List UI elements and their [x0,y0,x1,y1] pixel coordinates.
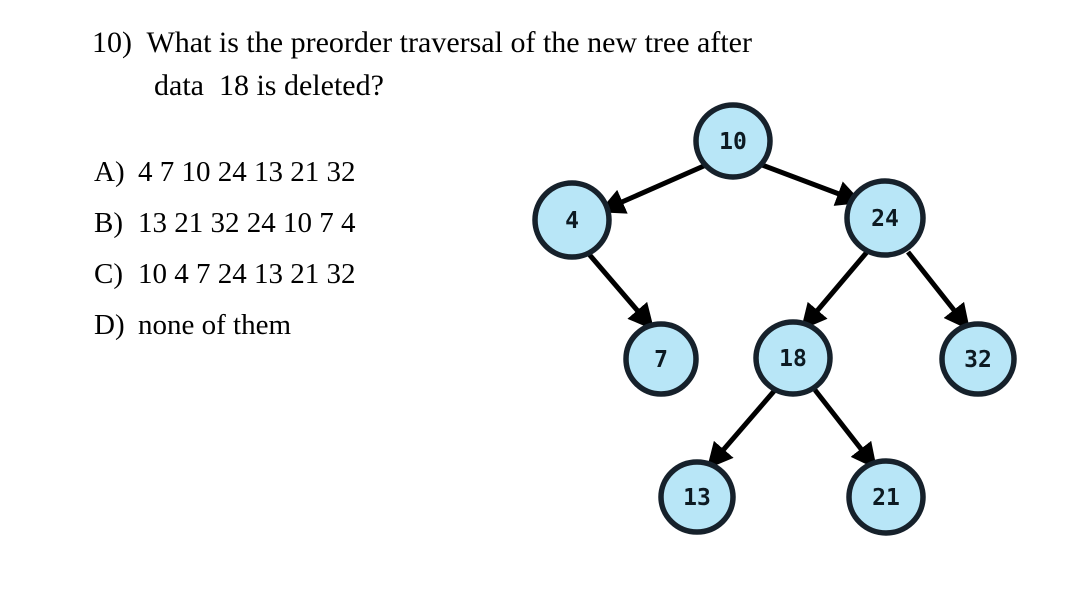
node-24-label: 24 [871,206,899,232]
tree-node-7[interactable]: 7 [623,321,699,397]
option-d-text: none of them [138,309,292,341]
edge-4-to-7 [586,251,655,331]
answer-option-a[interactable]: A) 4 7 10 24 13 21 32 [94,158,564,187]
option-a-letter: A) [94,156,125,188]
edge-24-to-18 [800,250,869,331]
node-18-label: 18 [779,346,807,372]
option-a-text: 4 7 10 24 13 21 32 [138,156,356,188]
node-10-label: 10 [719,129,747,155]
answer-options-list: A) 4 7 10 24 13 21 32 B) 13 21 32 24 10 … [94,158,564,362]
node-4-label: 4 [565,208,579,234]
node-32-label: 32 [964,347,992,373]
answer-option-c[interactable]: C) 10 4 7 24 13 21 32 [94,260,564,289]
edge-10-to-4 [598,162,708,214]
node-21-label: 21 [872,485,900,511]
node-32-shape [939,321,1017,397]
answer-option-d[interactable]: D) none of them [94,311,564,340]
question-line-1: 10) What is the preorder traversal of th… [92,26,752,59]
answer-option-b[interactable]: B) 13 21 32 24 10 7 4 [94,209,564,238]
tree-nodes: 10 4 24 7 18 [532,102,1017,536]
node-7-shape [623,321,699,397]
tree-node-21[interactable]: 21 [846,458,926,536]
option-c-text: 10 4 7 24 13 21 32 [138,258,356,290]
node-24-shape [844,178,926,258]
binary-tree-diagram: 10 4 24 7 18 [510,95,1050,565]
node-21-shape [846,458,926,536]
tree-node-24[interactable]: 24 [844,178,926,258]
option-b-text: 13 21 32 24 10 7 4 [138,207,356,239]
edge-24-to-32 [906,250,970,331]
tree-node-13[interactable]: 13 [658,459,736,535]
edge-18-to-21 [813,388,877,470]
option-d-letter: D) [94,309,125,341]
option-c-letter: C) [94,258,123,290]
tree-svg: 10 4 24 7 18 [532,102,1017,536]
question-text: 10) What is the preorder traversal of th… [92,22,992,107]
node-10-shape [693,102,773,180]
node-4-shape [532,180,612,260]
tree-edges [586,162,970,470]
option-b-letter: B) [94,207,123,239]
tree-node-4[interactable]: 4 [532,180,612,260]
node-18-shape [753,319,833,397]
question-line-2: data 18 is deleted? [154,68,384,102]
edge-18-to-13 [706,388,777,470]
tree-node-18[interactable]: 18 [753,319,833,397]
node-13-shape [658,459,736,535]
tree-node-32[interactable]: 32 [939,321,1017,397]
node-7-label: 7 [654,347,668,373]
node-13-label: 13 [683,485,711,511]
tree-node-10[interactable]: 10 [693,102,773,180]
edge-10-to-24 [761,162,863,206]
